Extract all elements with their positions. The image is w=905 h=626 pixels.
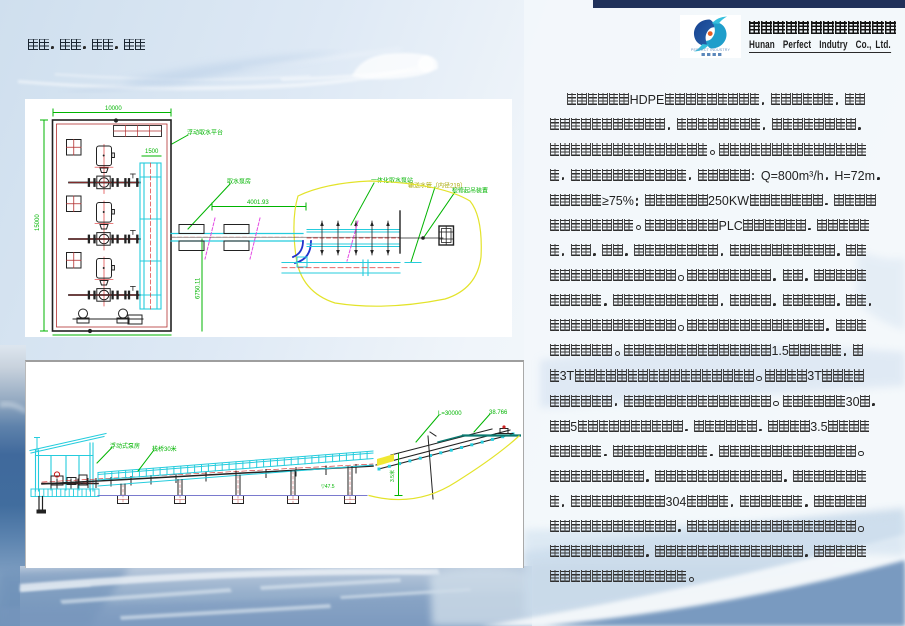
svg-text:▽47.5: ▽47.5: [321, 484, 335, 490]
svg-text:10000: 10000: [105, 106, 122, 112]
svg-text:38.766: 38.766: [489, 410, 508, 416]
svg-text:一体化取水泵站: 一体化取水泵站: [371, 177, 413, 185]
svg-text:6750.11: 6750.11: [196, 277, 202, 299]
svg-text:浮动式泵房: 浮动式泵房: [110, 442, 140, 450]
svg-text:3.5米: 3.5米: [389, 470, 396, 482]
svg-text:输送水管（内径219）: 输送水管（内径219）: [408, 182, 466, 190]
svg-text:取水泵房: 取水泵房: [227, 178, 251, 186]
svg-text:检修起吊装置: 检修起吊装置: [452, 187, 488, 195]
svg-text:15000: 15000: [35, 214, 41, 231]
svg-text:PERFECT INDUSTRY: PERFECT INDUSTRY: [691, 48, 731, 52]
svg-text:栈桥30米: 栈桥30米: [152, 445, 177, 453]
svg-text:1500: 1500: [145, 149, 159, 155]
svg-text:L=30000: L=30000: [438, 411, 462, 417]
svg-text:浮动取水平台: 浮动取水平台: [187, 129, 223, 137]
svg-text:4001.93: 4001.93: [247, 200, 269, 206]
